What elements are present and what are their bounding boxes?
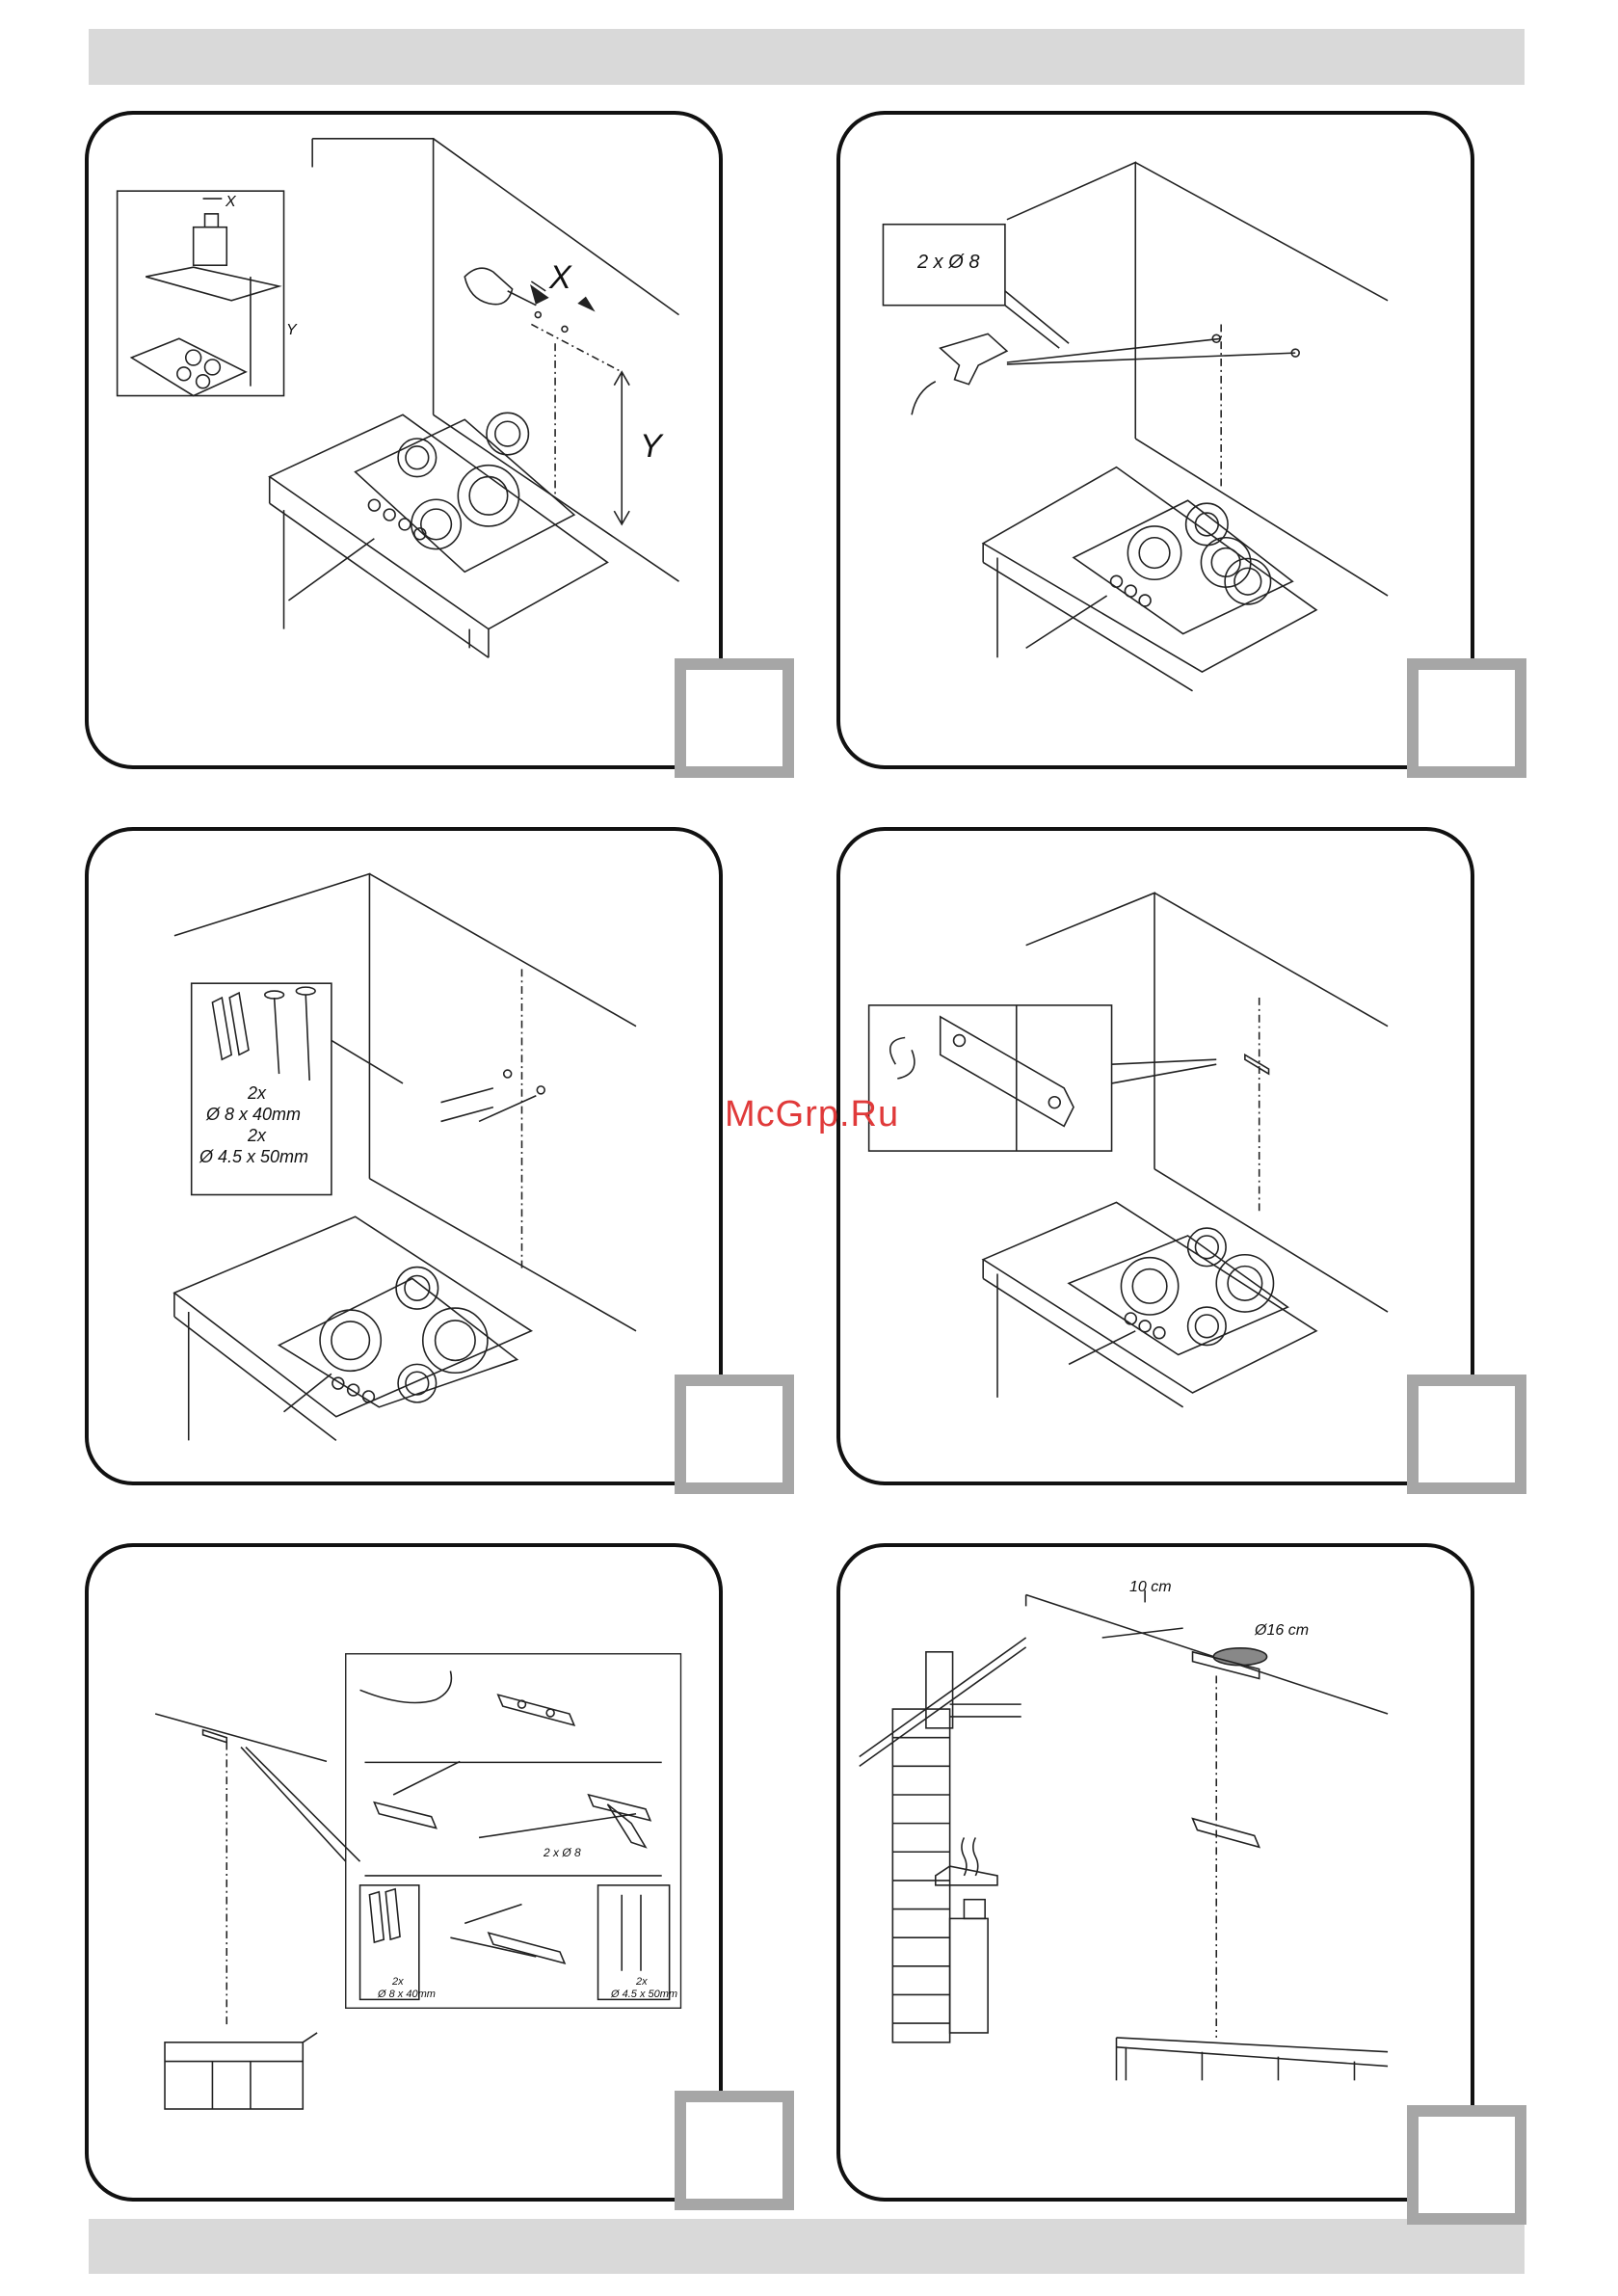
panel-3-spec1-label: Ø 8 x 40mm <box>206 1105 301 1125</box>
wall-marking-illustration <box>89 115 719 765</box>
panel-5-spec1-label: Ø 8 x 40mm <box>378 1989 436 2000</box>
panel-5-drill-label: 2 x Ø 8 <box>544 1846 581 1859</box>
panel-1-x-small-label: X <box>225 194 236 211</box>
step-panel-4 <box>836 827 1474 1485</box>
step-panel-5: 2 x Ø 8 2x Ø 8 x 40mm 2x Ø 4.5 x 50mm <box>85 1543 723 2202</box>
panel-5-spec2-label: Ø 4.5 x 50mm <box>611 1989 677 2000</box>
step-panel-3: 2x Ø 8 x 40mm 2x Ø 4.5 x 50mm <box>85 827 723 1485</box>
step-number-box-5 <box>675 2091 794 2210</box>
wall-drilling-illustration <box>840 115 1471 765</box>
ceiling-duct-illustration <box>840 1547 1471 2198</box>
step-panel-2: 2 x Ø 8 <box>836 111 1474 769</box>
step-panel-1: X Y X Y <box>85 111 723 769</box>
ceiling-bracket-illustration <box>89 1547 719 2198</box>
panel-1-y-big-label: Y <box>640 428 662 466</box>
step-number-box-3 <box>675 1375 794 1494</box>
panel-5-qty1-label: 2x <box>392 1976 404 1988</box>
panel-1-y-small-label: Y <box>286 322 297 339</box>
panel-3-qty1-label: 2x <box>248 1083 266 1104</box>
step-number-box-6 <box>1407 2105 1526 2225</box>
bracket-fixing-illustration <box>840 831 1471 1482</box>
panel-2-drill-label: 2 x Ø 8 <box>917 252 979 274</box>
step-number-box-4 <box>1407 1375 1526 1494</box>
watermark-text: McGrp.Ru <box>725 1094 899 1135</box>
panel-3-spec2-label: Ø 4.5 x 50mm <box>199 1147 308 1167</box>
step-panel-6: 10 cm Ø16 cm <box>836 1543 1474 2202</box>
panel-1-x-big-label: X <box>549 259 571 297</box>
footer-band <box>89 2219 1525 2274</box>
panel-6-distance-label: 10 cm <box>1129 1579 1172 1596</box>
panel-5-qty2-label: 2x <box>636 1976 648 1988</box>
panel-6-diameter-label: Ø16 cm <box>1255 1622 1309 1640</box>
step-number-box-2 <box>1407 658 1526 778</box>
step-number-box-1 <box>675 658 794 778</box>
wall-plug-insertion-illustration <box>89 831 719 1482</box>
header-band <box>89 29 1525 85</box>
panel-3-qty2-label: 2x <box>248 1126 266 1146</box>
